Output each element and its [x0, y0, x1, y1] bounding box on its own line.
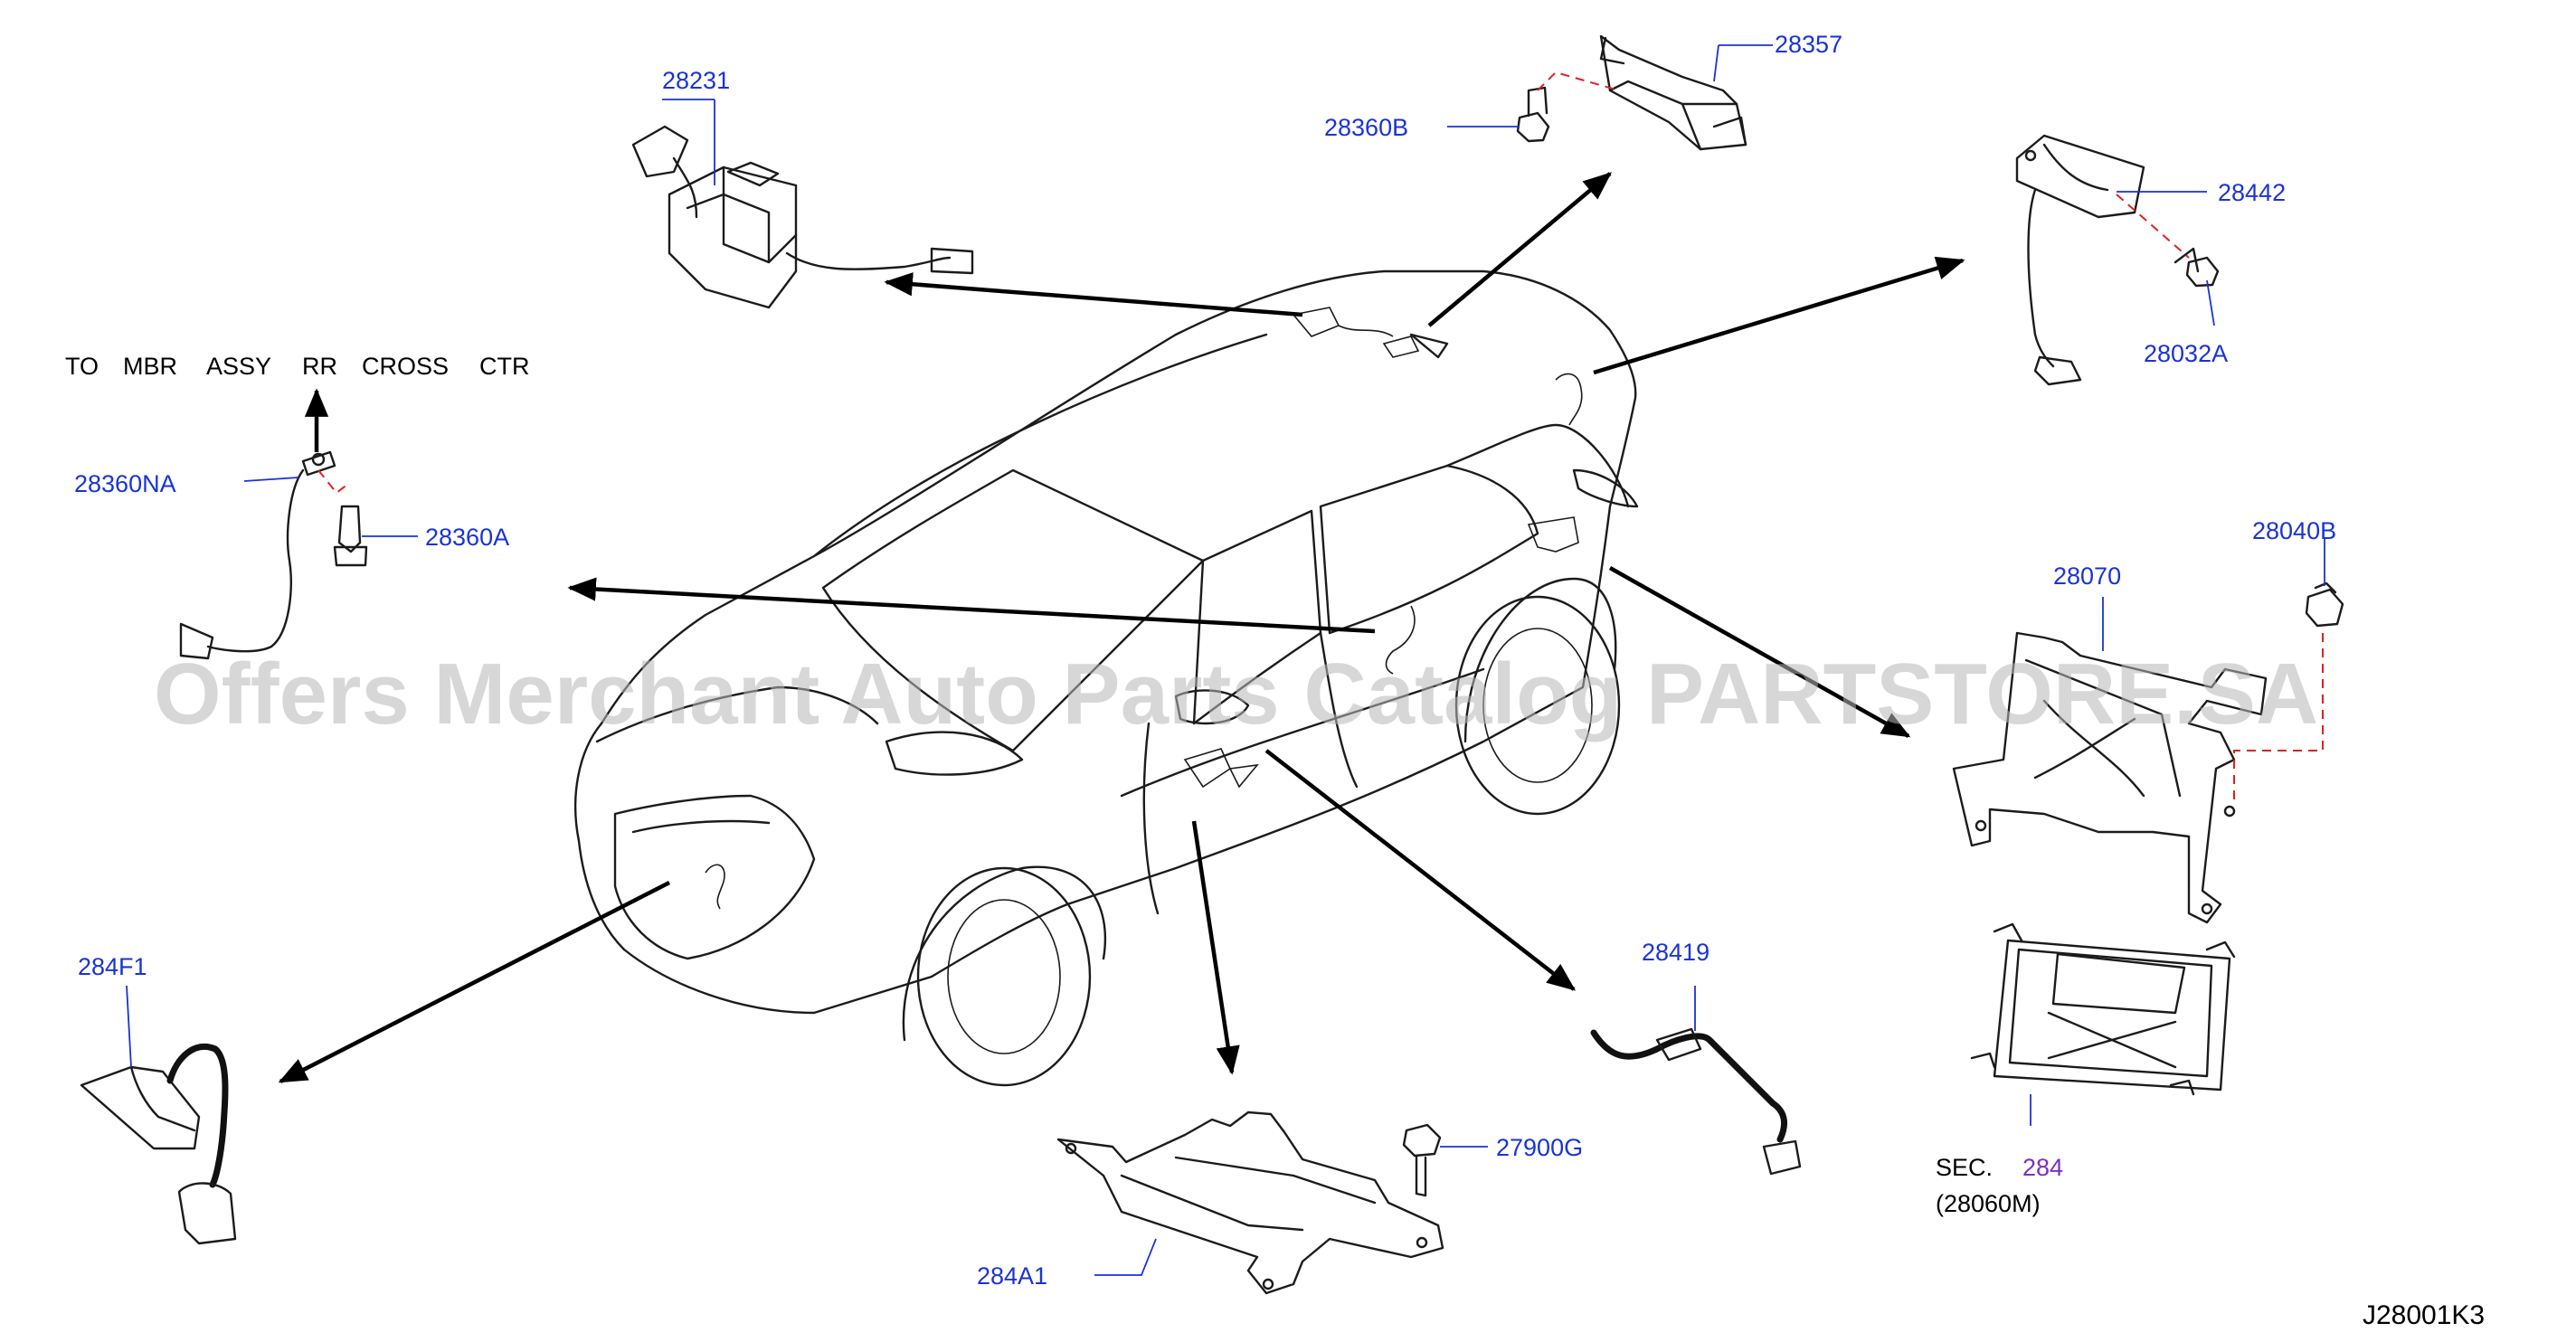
part-28357-unit-drawing: [1599, 34, 1747, 151]
part-28419-harness-drawing: [1590, 1027, 1802, 1176]
part-number-28231[interactable]: 28231: [662, 67, 730, 94]
on-vehicle-components: [705, 307, 1583, 910]
part-number-284A1[interactable]: 284A1: [977, 1262, 1047, 1290]
part-284F1-sensor-drawing: [80, 1044, 237, 1245]
note-word-ctr: CTR: [479, 353, 530, 380]
note-word-rr: RR: [302, 353, 337, 380]
part-28442-callout: 28442 28032A: [2117, 179, 2286, 367]
part-28442-sensor-drawing: [2015, 134, 2145, 386]
diagram-id: J28001K3: [2363, 1300, 2485, 1330]
part-28357-callout: 28357 28360B: [1324, 31, 1842, 141]
part-28070-callout: 28070 28040B: [2053, 517, 2336, 651]
part-28231-module-drawing: [631, 125, 974, 309]
part-number-27900G[interactable]: 27900G: [1496, 1134, 1583, 1161]
section-number-link[interactable]: 284: [2022, 1154, 2063, 1181]
part-28032A-bolt-drawing: [2174, 247, 2220, 288]
part-number-284F1[interactable]: 284F1: [78, 953, 147, 980]
part-284F1-callout: 284F1: [78, 953, 147, 1068]
part-27900G-bolt-drawing: [1402, 1123, 1442, 1197]
part-number-28442[interactable]: 28442: [2218, 179, 2286, 206]
section-reference: SEC. 284 (28060M): [1936, 1094, 2063, 1217]
part-28360A-bolt-drawing: [333, 505, 368, 567]
part-number-28040B[interactable]: 28040B: [2252, 517, 2336, 544]
part-28419-callout: 28419: [1642, 939, 1709, 1031]
watermark: Offers Merchant Auto Parts Catalog PARTS…: [154, 646, 2318, 742]
note-word-assy: ASSY: [206, 353, 271, 380]
part-number-28032A[interactable]: 28032A: [2144, 340, 2228, 367]
note-word-cross: CROSS: [362, 353, 449, 380]
part-number-28419[interactable]: 28419: [1642, 939, 1709, 966]
part-number-28360NA[interactable]: 28360NA: [74, 470, 176, 497]
part-28360B-bolt-drawing: [1516, 86, 1550, 143]
part-number-28360A[interactable]: 28360A: [425, 524, 509, 551]
part-284A1-bracket-drawing: [1056, 1110, 1444, 1295]
part-28231-callout: 28231: [662, 67, 730, 185]
part-28360NA-callout: 28360NA 28360A: [74, 470, 509, 551]
vehicle-outline: [573, 269, 1639, 1087]
part-28040B-nut-drawing: [2305, 581, 2344, 628]
part-284A1-callout: 27900G 284A1: [977, 1134, 1583, 1290]
part-28360NA-ground-cable-drawing: [179, 450, 336, 660]
section-part-number: (28060M): [1936, 1190, 2041, 1217]
note-word-to: TO: [65, 353, 99, 380]
section-prefix: SEC.: [1936, 1154, 1993, 1181]
part-28060M-control-unit-drawing: [1970, 922, 2236, 1096]
part-number-28360B[interactable]: 28360B: [1324, 114, 1408, 141]
note-word-mbr: MBR: [123, 353, 177, 380]
mounting-note: TO MBR ASSY RR CROSS CTR: [65, 353, 530, 380]
part-number-28357[interactable]: 28357: [1775, 31, 1842, 58]
part-number-28070[interactable]: 28070: [2053, 562, 2121, 590]
callout-arrows: [278, 172, 1965, 1084]
